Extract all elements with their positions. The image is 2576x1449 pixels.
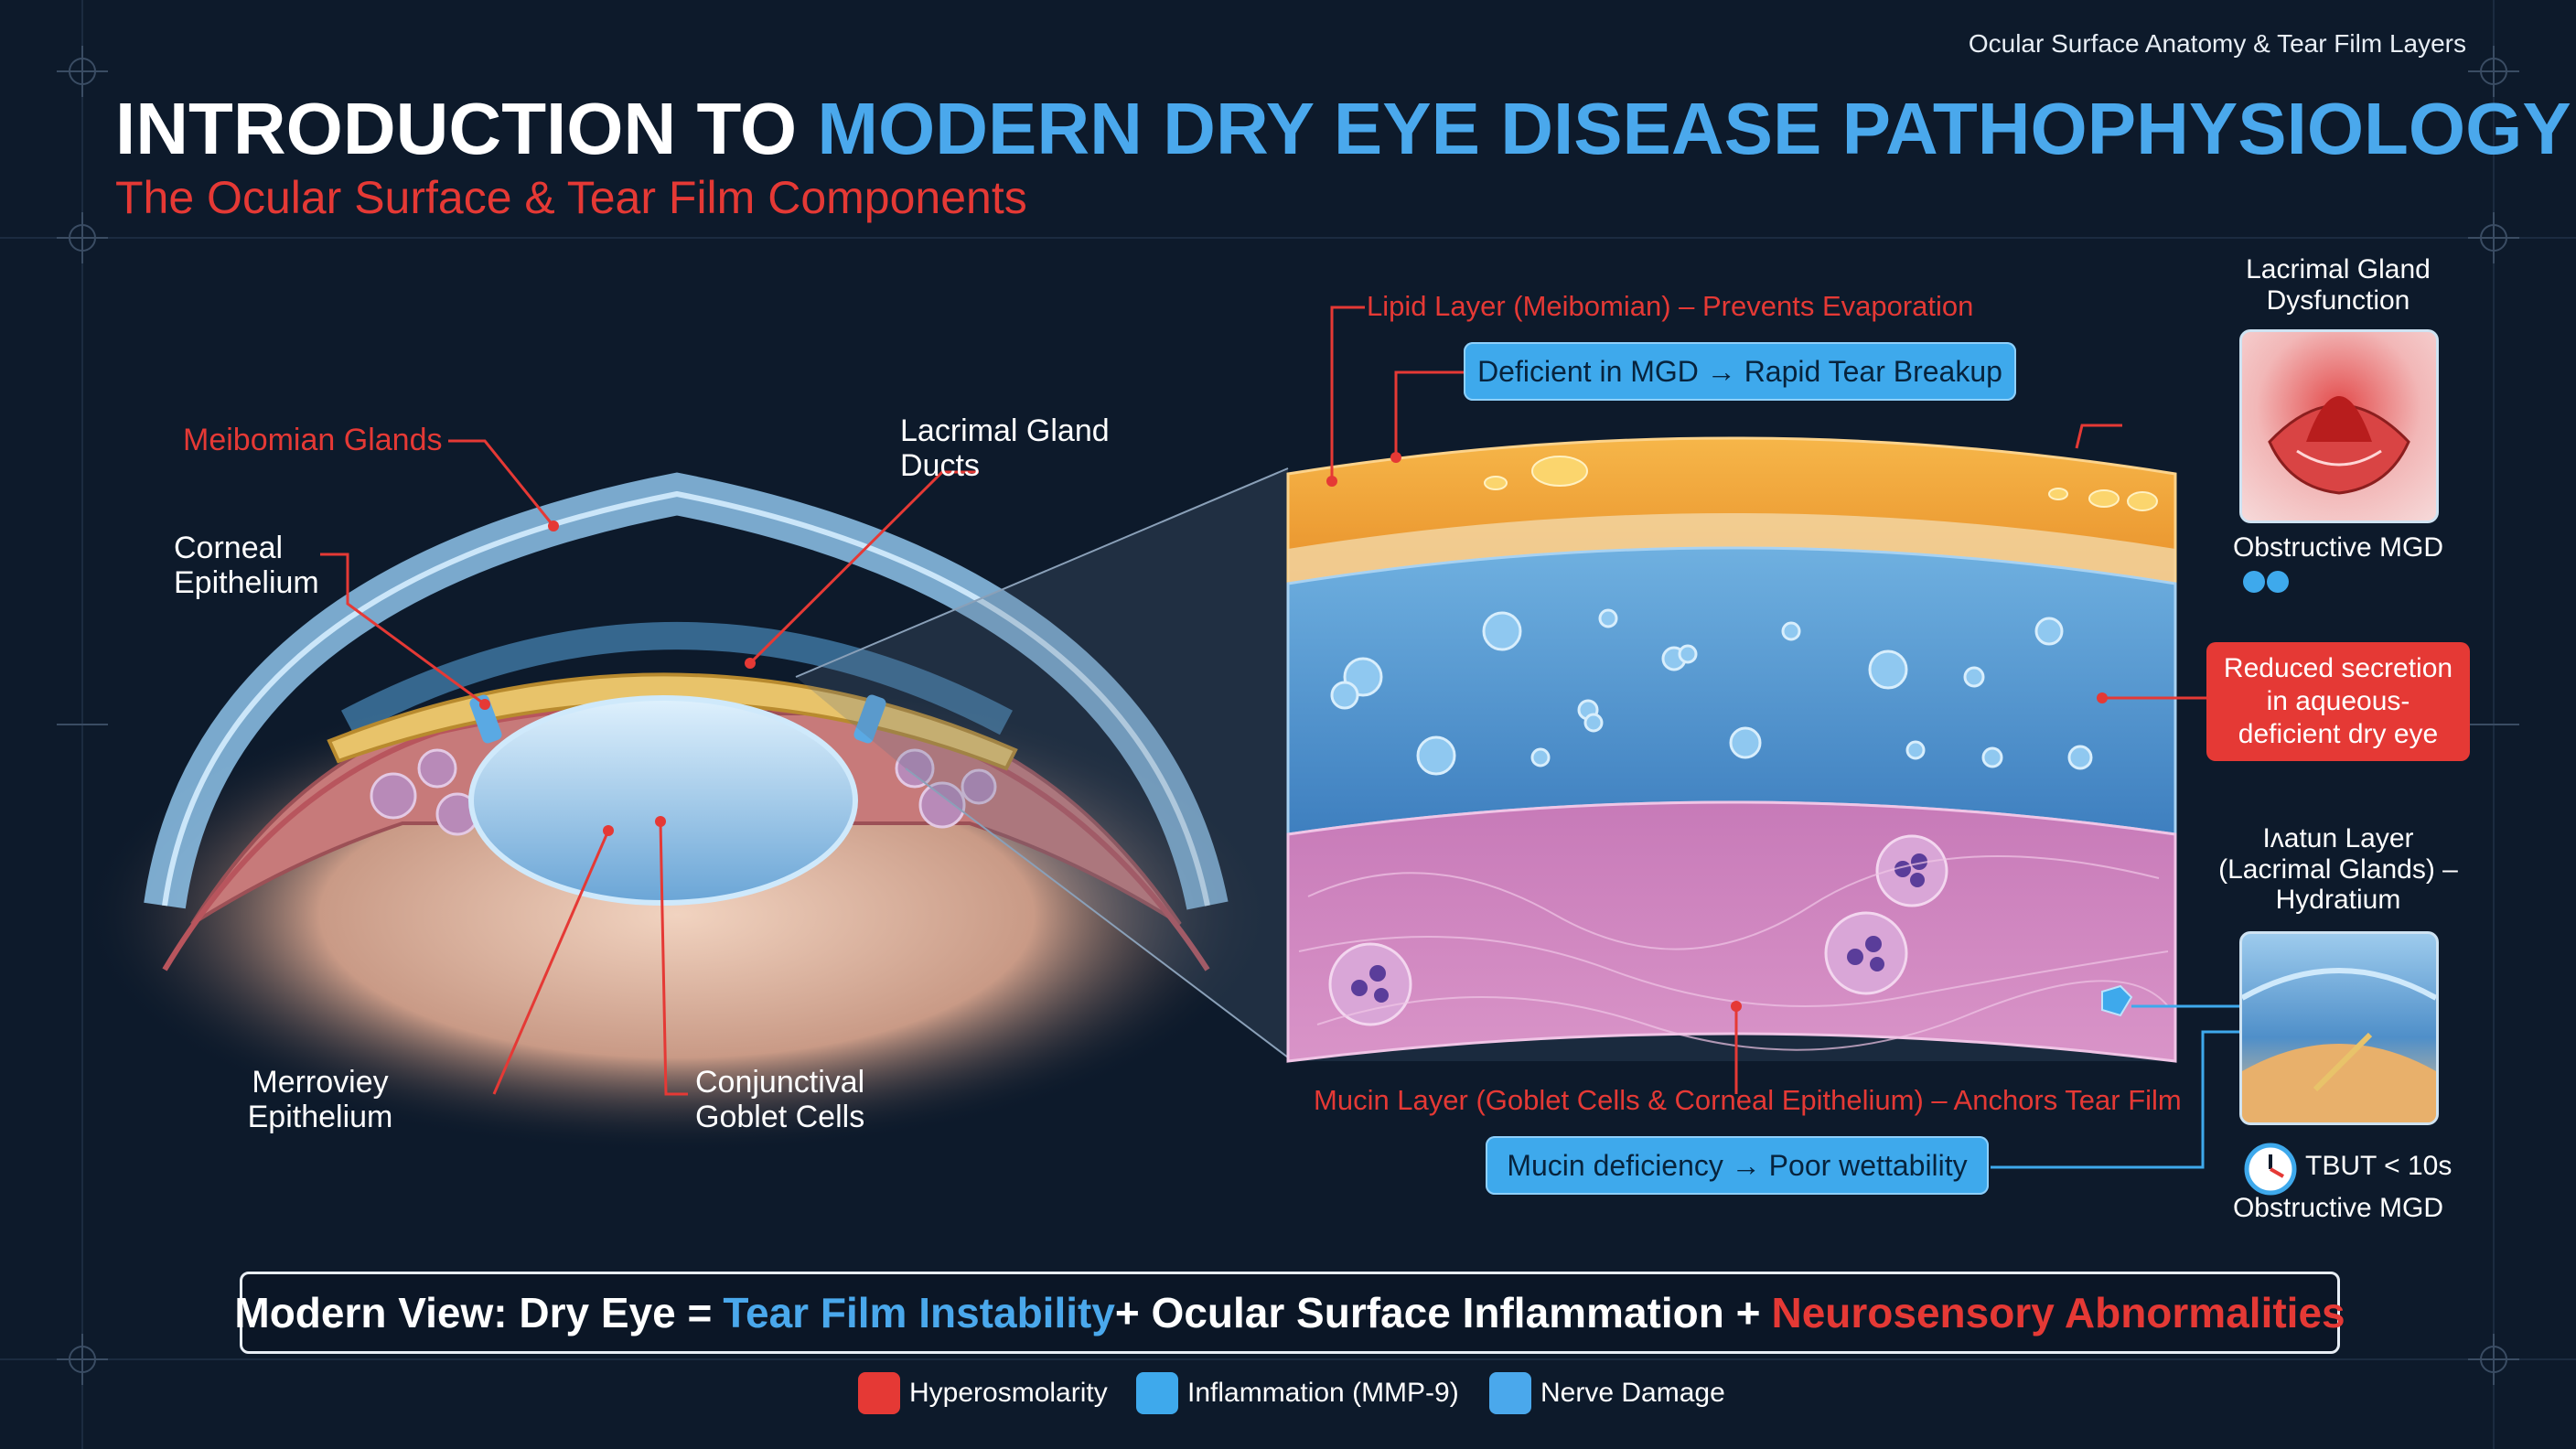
note-mucin-deficiency: Mucin deficiency → Poor wettability <box>1486 1136 1989 1195</box>
title-part-1: INTRODUCTION TO <box>115 88 798 169</box>
layer-illustration-icon <box>2242 968 2436 1122</box>
thumbnail-aqueous-layer <box>2239 931 2439 1125</box>
page-title: INTRODUCTION TO MODERN DRY EYE DISEASE P… <box>115 88 2571 170</box>
label-lacrimal-l1: Lacrimal Gland <box>900 413 1110 448</box>
formula-part-4: Neurosensory Abnormalities <box>1771 1289 2345 1336</box>
inflammation-icon <box>1136 1372 1178 1414</box>
label-merroviey-l1: Merroviey <box>252 1065 389 1100</box>
note-lipid-deficiency: Deficient in MGD → Rapid Tear Breakup <box>1464 342 2016 401</box>
legend-item-inflammation: Inflammation (MMP-9) <box>1136 1372 1459 1414</box>
label-goblet-cells: Conjunctival Goblet Cells <box>695 1065 864 1134</box>
formula-part-2: Tear Film Instability <box>723 1289 1115 1336</box>
hyperosmolarity-icon <box>858 1372 900 1414</box>
formula-part-1: Modern View: Dry Eye = <box>234 1289 713 1336</box>
thumbnail-lacrimal-gland <box>2239 329 2439 523</box>
aqueous-note-l2: in aqueous- <box>2266 686 2410 716</box>
clock-icon <box>2244 1143 2297 1196</box>
label-meibomian-glands: Meibomian Glands <box>183 423 443 457</box>
gland-illustration-icon <box>2268 396 2410 495</box>
formula-bar: Modern View: Dry Eye = Tear Film Instabi… <box>234 1272 2345 1354</box>
label-aqueous-layer: Iᴧatun Layer (Lacrimal Glands) – Hydrati… <box>2192 823 2485 916</box>
nerve-marker-icon <box>2101 984 2133 1017</box>
label-corneal-epithelium: Corneal Epithelium <box>174 531 319 600</box>
aqueous-note-l3: deficient dry eye <box>2238 719 2439 749</box>
legend-label-hyperosmolarity: Hyperosmolarity <box>909 1378 1108 1408</box>
aqueous-layer-l1: Iᴧatun Layer <box>2262 823 2414 853</box>
aqueous-note-l1: Reduced secretion <box>2223 653 2453 683</box>
label-obstructive-mgd-2: Obstructive MGD <box>2232 1193 2444 1223</box>
page-subtitle: The Ocular Surface & Tear Film Component… <box>115 172 1027 223</box>
tear-film-layers <box>1286 436 2177 1063</box>
label-lacrimal-dysfunction: Lacrimal Gland Dysfunction <box>2192 254 2485 316</box>
legend-item-hyperosmolarity: Hyperosmolarity <box>858 1372 1108 1414</box>
corner-markers <box>57 46 2519 1385</box>
legend-label-inflammation: Inflammation (MMP-9) <box>1187 1378 1459 1408</box>
note-aqueous-deficiency: Reduced secretion in aqueous- deficient … <box>2206 642 2470 761</box>
label-obstructive-mgd-1: Obstructive MGD <box>2232 532 2444 563</box>
eye-cross-section <box>82 472 1272 1153</box>
nerve-damage-icon <box>1489 1372 1531 1414</box>
tearfilm-leader-lines <box>1330 306 2206 1094</box>
legend-label-nerve-damage: Nerve Damage <box>1540 1378 1725 1408</box>
anatomy-leader-lines <box>320 439 979 1096</box>
label-mucin-layer: Mucin Layer (Goblet Cells & Corneal Epit… <box>1314 1084 2182 1116</box>
aqueous-layer-l3: Hydratium <box>2275 885 2401 916</box>
label-lacrimal-l2: Ducts <box>900 448 980 484</box>
label-merroviey-epithelium: Merroviey Epithelium <box>238 1065 402 1134</box>
label-corneal-l2: Epithelium <box>174 565 319 601</box>
label-lipid-layer: Lipid Layer (Meibomian) – Prevents Evapo… <box>1367 290 1974 322</box>
label-tbut: TBUT < 10s <box>2305 1151 2453 1181</box>
lacrimal-dysfunction-l2: Dysfunction <box>2266 284 2410 316</box>
lacrimal-dysfunction-l1: Lacrimal Gland <box>2246 254 2431 284</box>
top-tag: Ocular Surface Anatomy & Tear Film Layer… <box>1968 29 2466 58</box>
label-goblet-l2: Goblet Cells <box>695 1100 865 1135</box>
label-corneal-l1: Corneal <box>174 531 284 565</box>
label-goblet-l1: Conjunctival <box>695 1065 865 1100</box>
legend-item-nerve-damage: Nerve Damage <box>1489 1372 1725 1414</box>
droplet-icons <box>2243 571 2289 593</box>
formula-part-3: + Ocular Surface Inflammation + <box>1114 1289 1761 1336</box>
aqueous-layer-l2: (Lacrimal Glands) – <box>2218 853 2458 885</box>
label-lacrimal-ducts: Lacrimal Gland Ducts <box>900 413 1110 483</box>
title-part-2: MODERN DRY EYE DISEASE PATHOPHYSIOLOGY <box>817 88 2571 169</box>
label-merroviey-l2: Epithelium <box>247 1100 393 1135</box>
